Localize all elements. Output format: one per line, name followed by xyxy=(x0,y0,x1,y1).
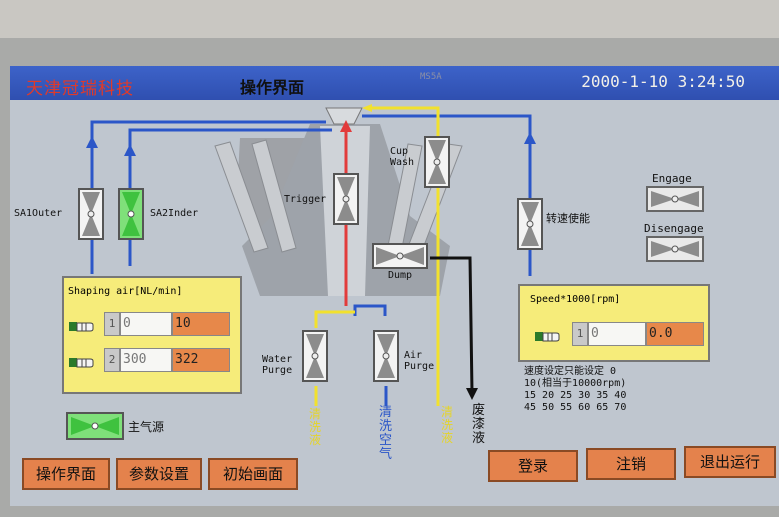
clean-liquid-caption-2: 清洗液 xyxy=(441,405,454,445)
note-line-1: 速度设定只能设定 0 xyxy=(524,366,617,377)
dump-pipe xyxy=(430,256,474,393)
disengage-valve-icon xyxy=(651,241,699,257)
parameter-settings-button[interactable]: 参数设置 xyxy=(116,458,202,490)
cup-label: Cup xyxy=(390,146,409,157)
date-time-display: 2000-1-10 3:24:50 xyxy=(581,72,745,91)
shaping-air-setpoint-1[interactable]: 0 xyxy=(120,312,172,336)
fin-1 xyxy=(214,141,269,253)
title-bar: 天津冠瑞科技 操作界面 MS5A 2000-1-10 3:24:50 xyxy=(10,66,779,100)
arrow-up-2 xyxy=(124,144,136,156)
trigger-label: Trigger xyxy=(284,194,327,205)
arrow-down-black xyxy=(466,388,478,400)
disengage-button[interactable] xyxy=(646,236,704,262)
speed-panel: Speed*1000[rpm] 1 0 0.0 xyxy=(518,284,710,362)
main-air-label: 主气源 xyxy=(128,420,165,434)
cup-wash-valve[interactable] xyxy=(424,136,450,188)
shaping-air-title: Shaping air[NL/min] xyxy=(68,286,183,297)
sa1-outer-label: SA1Outer xyxy=(14,208,63,219)
note-line-3: 15 20 25 30 35 40 xyxy=(524,390,627,401)
note-line-4: 45 50 55 60 65 70 xyxy=(524,402,627,413)
water-purge-label: Purge xyxy=(262,365,293,376)
speed-row: 1 0 0.0 xyxy=(520,322,708,348)
shaping-air-row-2: 2 300 322 xyxy=(64,348,240,374)
air-purge-label: Purge xyxy=(404,361,435,372)
air-purge-pipe xyxy=(353,304,387,316)
air-label: Air xyxy=(404,350,423,361)
wash-label: Wash xyxy=(390,157,415,168)
arrow-up-1 xyxy=(86,136,98,148)
engage-valve-icon xyxy=(651,191,699,207)
speed-index: 1 xyxy=(572,322,588,346)
hand-icon[interactable] xyxy=(534,326,560,344)
sa2-inner-label: SA2Inder xyxy=(150,208,199,219)
sa2-inner-valve[interactable] xyxy=(118,188,144,240)
disengage-label: Disengage xyxy=(644,222,704,235)
trigger-valve[interactable] xyxy=(333,173,359,225)
clean-air-caption: 清洗空气 xyxy=(379,405,393,462)
nozzle-cap xyxy=(325,107,363,125)
speed-actual-value: 0.0 xyxy=(646,322,704,346)
speed-enable-valve[interactable] xyxy=(517,198,543,250)
row-index: 1 xyxy=(104,312,120,336)
sa1-outer-valve[interactable] xyxy=(78,188,104,240)
arrow-left-yellow xyxy=(362,104,372,112)
shaping-air-panel: Shaping air[NL/min] 1 0 10 2 300 322 xyxy=(62,276,242,394)
shaping-air-actual-1: 10 xyxy=(172,312,230,336)
brand-name: 天津冠瑞科技 xyxy=(26,79,134,99)
arrow-up-3 xyxy=(524,132,536,144)
water-purge-pipe xyxy=(314,310,355,328)
air-purge-valve[interactable] xyxy=(373,330,399,382)
hand-icon[interactable] xyxy=(68,316,94,334)
dump-valve[interactable] xyxy=(372,243,428,269)
shaping-air-row-1: 1 0 10 xyxy=(64,312,240,338)
shaping-air-actual-2: 322 xyxy=(172,348,230,372)
engage-button[interactable] xyxy=(646,186,704,212)
shaping-air-setpoint-2[interactable]: 300 xyxy=(120,348,172,372)
arrow-up-red xyxy=(340,120,352,132)
exit-run-button[interactable]: 退出运行 xyxy=(684,446,776,478)
login-button[interactable]: 登录 xyxy=(488,450,578,482)
water-label: Water xyxy=(262,354,293,365)
page-title: 操作界面 xyxy=(240,78,305,97)
dump-label: Dump xyxy=(388,270,413,281)
initial-screen-button[interactable]: 初始画面 xyxy=(208,458,298,490)
logout-button[interactable]: 注销 xyxy=(586,448,676,480)
hmi-screen: 天津冠瑞科技 操作界面 MS5A 2000-1-10 3:24:50 xyxy=(10,66,779,506)
engage-label: Engage xyxy=(652,172,692,185)
water-purge-valve[interactable] xyxy=(302,330,328,382)
main-air-valve-icon xyxy=(71,417,119,435)
cup-wash-pipe xyxy=(370,106,440,146)
row-index: 2 xyxy=(104,348,120,372)
main-air-valve[interactable] xyxy=(66,412,124,440)
speed-enable-label: 转速使能 xyxy=(546,212,590,225)
screen-code: MS5A xyxy=(420,72,442,82)
clean-liquid-caption-1: 清洗液 xyxy=(309,407,322,447)
hand-icon[interactable] xyxy=(68,352,94,370)
waste-paint-caption: 废漆液 xyxy=(472,403,486,446)
fin-2 xyxy=(251,139,297,253)
speed-title: Speed*1000[rpm] xyxy=(530,294,621,305)
speed-setpoint-input[interactable]: 0 xyxy=(588,322,646,346)
operate-screen-button[interactable]: 操作界面 xyxy=(22,458,110,490)
note-line-2: 10(相当于10000rpm) xyxy=(524,378,627,389)
